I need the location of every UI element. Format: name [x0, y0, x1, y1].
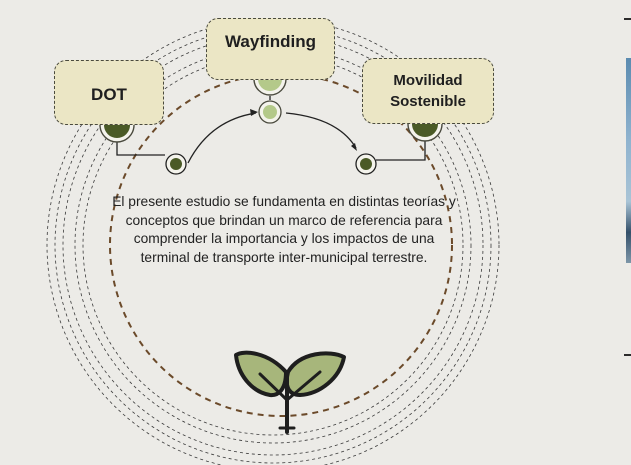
node-movilidad-label-line1: Movilidad — [393, 72, 463, 89]
dot-small-node — [165, 153, 187, 175]
mov-connector — [376, 138, 426, 161]
arrow-way-to-mov — [285, 112, 357, 149]
node-wayfinding-label: Wayfinding — [225, 32, 316, 51]
node-movilidad-label-line2: Sostenible — [390, 93, 466, 110]
page-edge-line — [624, 354, 631, 356]
wayfinding-small-node — [258, 100, 282, 124]
arrow-heads — [250, 109, 357, 151]
node-movilidad-sostenible: Movilidad Sostenible — [362, 58, 494, 124]
page-edge-line — [624, 18, 631, 20]
arrow-head — [250, 109, 258, 116]
arrow-dot-to-way — [187, 112, 257, 164]
leaf-sprout-icon — [234, 350, 346, 434]
stem-branch — [258, 372, 289, 402]
node-dot: DOT — [54, 60, 164, 125]
arrow-head — [351, 143, 357, 151]
stem-branch — [285, 370, 322, 402]
outer-ring — [62, 34, 484, 456]
node-wayfinding: Wayfinding — [206, 18, 335, 80]
movilidad-small-node — [355, 153, 377, 175]
node-dot-label: DOT — [91, 84, 127, 104]
adjacent-photo-edge — [626, 58, 631, 263]
description-text: El presente estudio se fundamenta en dis… — [112, 194, 456, 265]
